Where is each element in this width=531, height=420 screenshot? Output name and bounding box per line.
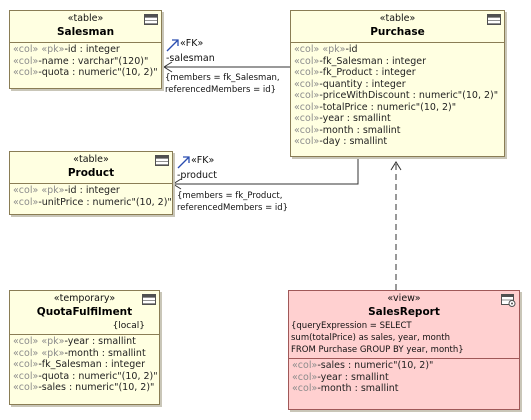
product-stereotype: «table» xyxy=(73,154,109,165)
salesreport-stereotype: «view» xyxy=(387,293,421,304)
attribute-row: «col»-month : smallint xyxy=(294,124,401,136)
attribute-row: «col» «pk»-month : smallint xyxy=(13,347,146,359)
quota-name: QuotaFulfilment xyxy=(36,306,133,318)
salesman-table[interactable]: «table» Salesman «col» «pk»-id : integer… xyxy=(9,10,162,89)
salesman-stereotype: «table» xyxy=(67,13,104,24)
query-line: sum(totalPrice) as sales, year, month xyxy=(291,333,450,343)
attribute-row: «col»-fk_Salesman : integer xyxy=(13,359,145,370)
foreign-key-icon xyxy=(177,156,190,169)
fk-product-note-line-1: {members = fk_Product, xyxy=(177,191,283,201)
quota-stereotype: «temporary» xyxy=(53,293,116,304)
attribute-row: «col» «pk»-id : integer xyxy=(13,185,120,196)
fk-salesman-role: -salesman xyxy=(166,53,215,64)
table-icon xyxy=(144,14,158,25)
table-icon xyxy=(155,155,169,166)
attribute-row: «col»-sales : numeric"(10, 2)" xyxy=(13,382,155,393)
fk-product-note-line-2: referencedMembers = id} xyxy=(177,203,289,213)
attribute-row: «col»-year : smallint xyxy=(292,371,389,383)
fk-salesman-note-line-2: referencedMembers = id} xyxy=(165,85,277,95)
attribute-row: «col»-month : smallint xyxy=(292,383,399,394)
query-expression: {queryExpression = SELECT sum(totalPrice… xyxy=(289,319,519,358)
query-line: {queryExpression = SELECT xyxy=(291,321,412,331)
query-line: FROM Purchase GROUP BY year, month} xyxy=(291,345,464,355)
attribute-row: «col»-unitPrice : numeric"(10, 2)" xyxy=(13,196,172,208)
attribute-row: «col»-year : smallint xyxy=(294,113,391,124)
fk-salesman-arrowhead xyxy=(163,61,173,73)
purchase-stereotype: «table» xyxy=(379,13,416,24)
dependency-arrowhead xyxy=(390,161,402,171)
attribute-row: «col» «pk»-id xyxy=(294,44,358,55)
fk-product-arrowhead xyxy=(172,178,182,190)
attribute-row: «col»-quantity : integer xyxy=(294,78,406,90)
quota-tag: {local} xyxy=(112,321,145,331)
fk-salesman-note-line-1: {members = fk_Salesman, xyxy=(165,73,280,83)
fk-product-stereotype: «FK» xyxy=(191,155,215,166)
sales-report-view[interactable]: «view» SalesReport {queryExpression = SE… xyxy=(288,290,520,410)
foreign-key-icon xyxy=(166,39,179,52)
attribute-row: «col»-sales : numeric"(10, 2)" xyxy=(292,360,434,371)
purchase-name: Purchase xyxy=(370,26,425,38)
attribute-row: «col»-priceWithDiscount : numeric"(10, 2… xyxy=(294,90,499,101)
quota-fulfilment-table[interactable]: «temporary» QuotaFulfilment {local} «col… xyxy=(9,290,160,405)
attribute-row: «col» «pk»-year : smallint xyxy=(13,336,136,347)
attribute-row: «col»-day : smallint xyxy=(294,136,388,147)
attribute-row: «col» «pk»-id : integer xyxy=(13,44,120,55)
attribute-row: «col»-fk_Product : integer xyxy=(294,67,416,78)
salesman-name: Salesman xyxy=(56,26,115,38)
attribute-row: «col»-totalPrice : numeric"(10, 2)" xyxy=(294,101,457,113)
fk-salesman-stereotype: «FK» xyxy=(180,38,204,49)
product-name: Product xyxy=(67,167,115,179)
product-table[interactable]: «table» Product «col» «pk»-id : integer … xyxy=(9,151,173,215)
attribute-row: «col»-name : varchar"(120)" xyxy=(13,55,149,67)
purchase-table[interactable]: «table» Purchase «col» «pk»-id «col»-fk_… xyxy=(290,10,505,157)
attribute-row: «col»-quota : numeric"(10, 2)" xyxy=(13,67,158,78)
view-icon xyxy=(501,294,516,307)
table-icon xyxy=(142,294,156,305)
table-icon xyxy=(487,14,501,25)
fk-product-role: -product xyxy=(177,170,217,181)
salesreport-name: SalesReport xyxy=(368,306,440,318)
attribute-row: «col»-fk_Salesman : integer xyxy=(294,55,426,67)
fk-product-line xyxy=(173,157,359,185)
attribute-row: «col»-quota : numeric"(10, 2)" xyxy=(13,370,158,382)
